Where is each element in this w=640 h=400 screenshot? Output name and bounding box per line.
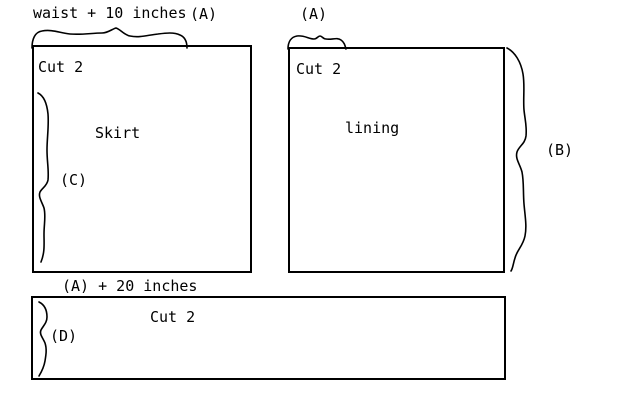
lining-top-letter-label: (A) — [300, 5, 328, 23]
lining-side-letter-label: (B) — [546, 141, 574, 159]
band-cut-label: Cut 2 — [150, 308, 196, 326]
lining-cut-label: Cut 2 — [296, 60, 342, 78]
band-piece-rectangle — [31, 296, 506, 380]
lining-right-wavy-line — [505, 46, 533, 272]
lining-piece-rectangle — [288, 47, 505, 273]
skirt-top-measure-label: waist + 10 inches — [33, 4, 187, 22]
lining-name-label: lining — [345, 119, 400, 137]
skirt-piece-rectangle — [32, 45, 252, 273]
skirt-cut-label: Cut 2 — [38, 58, 84, 76]
band-side-letter-label: (D) — [50, 327, 78, 345]
band-top-measure-label: (A) + 20 inches — [62, 277, 198, 295]
skirt-side-letter-label: (C) — [60, 171, 88, 189]
skirt-name-label: Skirt — [95, 124, 141, 142]
skirt-top-letter-label: (A) — [190, 5, 218, 23]
